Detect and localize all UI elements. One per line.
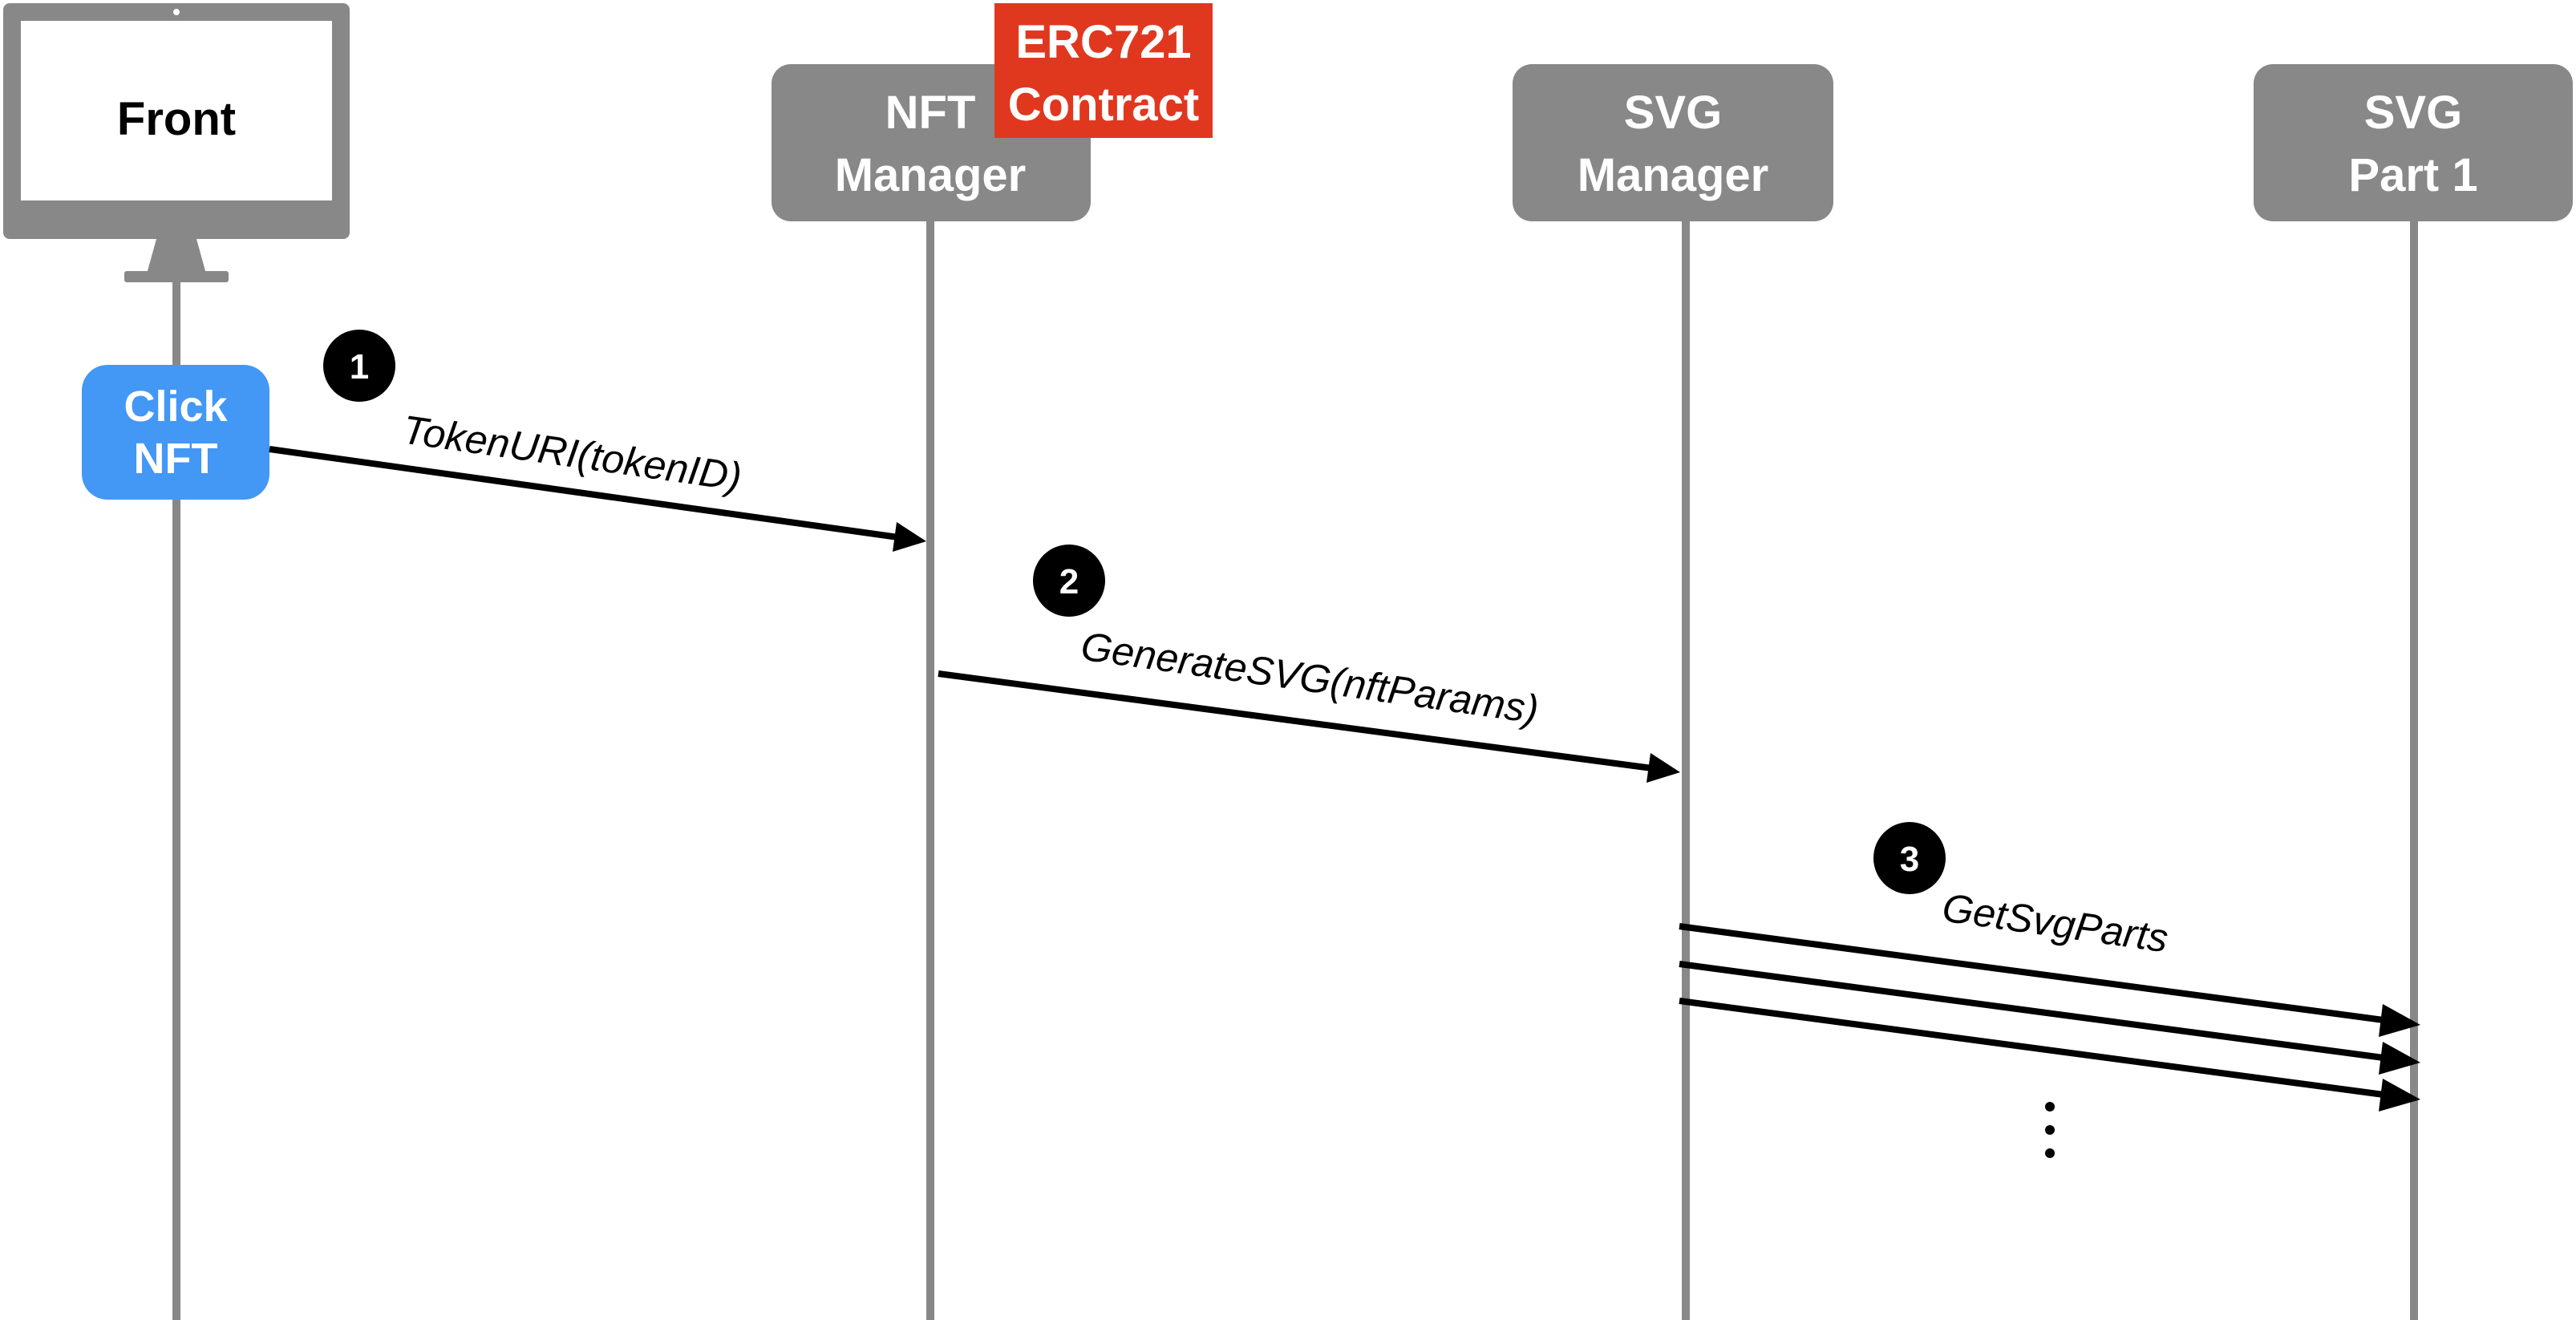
step-1-circle bbox=[323, 330, 395, 402]
svg-manager-box bbox=[1513, 64, 1833, 221]
step-3-badge: 3 bbox=[1873, 822, 1946, 894]
monitor-screen bbox=[21, 21, 332, 200]
erc721-badge-box bbox=[994, 3, 1213, 138]
click-nft-label-1: Click bbox=[124, 383, 228, 431]
ellipsis-dot-1 bbox=[2045, 1102, 2055, 1111]
front-monitor-icon: Front bbox=[3, 3, 350, 282]
erc721-label-2: Contract bbox=[1008, 79, 1199, 131]
message-3-arrowhead-b bbox=[2379, 1042, 2420, 1075]
message-3-line-c bbox=[1679, 998, 2384, 1098]
nft-manager-label-2: Manager bbox=[835, 149, 1027, 201]
actor-svg-manager: SVG Manager bbox=[1513, 64, 1833, 221]
svg-manager-label-2: Manager bbox=[1578, 149, 1769, 201]
step-1-number: 1 bbox=[350, 347, 369, 387]
click-nft-box[interactable] bbox=[82, 365, 269, 500]
step-3-number: 3 bbox=[1900, 840, 1919, 879]
monitor-base bbox=[124, 271, 229, 282]
front-label: Front bbox=[117, 93, 236, 145]
step-1-badge: 1 bbox=[323, 330, 395, 402]
message-1-line bbox=[269, 446, 899, 541]
message-1-arrow bbox=[269, 446, 926, 552]
message-2-arrow bbox=[938, 670, 1680, 783]
message-3-line-a bbox=[1679, 923, 2384, 1023]
svg-part1-label-1: SVG bbox=[2364, 87, 2463, 139]
message-1-arrowhead bbox=[893, 522, 926, 552]
click-nft-label-2: NFT bbox=[134, 435, 218, 483]
svg-part1-box bbox=[2254, 64, 2573, 221]
vertical-ellipsis-icon bbox=[2045, 1102, 2055, 1158]
step-2-circle bbox=[1033, 545, 1105, 617]
message-2-line bbox=[938, 670, 1653, 771]
message-3-line-b bbox=[1679, 961, 2384, 1061]
step-2-number: 2 bbox=[1059, 562, 1079, 601]
message-1-label: TokenURI(tokenID) bbox=[399, 407, 744, 499]
ellipsis-dot-2 bbox=[2045, 1125, 2055, 1135]
svg-manager-label-1: SVG bbox=[1624, 87, 1723, 139]
message-2-arrowhead bbox=[1646, 753, 1680, 783]
monitor-camera bbox=[173, 9, 180, 15]
message-3-arrows bbox=[1679, 923, 2420, 1111]
actor-svg-part1: SVG Part 1 bbox=[2254, 64, 2573, 221]
step-3-circle bbox=[1873, 822, 1946, 894]
step-2-badge: 2 bbox=[1033, 545, 1105, 617]
message-3-arrowhead-c bbox=[2379, 1079, 2420, 1111]
click-nft-button[interactable]: Click NFT bbox=[82, 365, 269, 500]
ellipsis-dot-3 bbox=[2045, 1148, 2055, 1158]
message-3-arrowhead-a bbox=[2379, 1004, 2420, 1037]
message-3-label: GetSvgParts bbox=[1939, 885, 2170, 961]
nft-manager-label-1: NFT bbox=[885, 87, 976, 139]
erc721-label-1: ERC721 bbox=[1015, 16, 1191, 68]
erc721-contract-badge: ERC721 Contract bbox=[994, 3, 1213, 138]
svg-part1-label-2: Part 1 bbox=[2348, 149, 2477, 201]
message-2-label: GenerateSVG(nftParams) bbox=[1078, 623, 1541, 732]
monitor-stand bbox=[146, 239, 207, 277]
